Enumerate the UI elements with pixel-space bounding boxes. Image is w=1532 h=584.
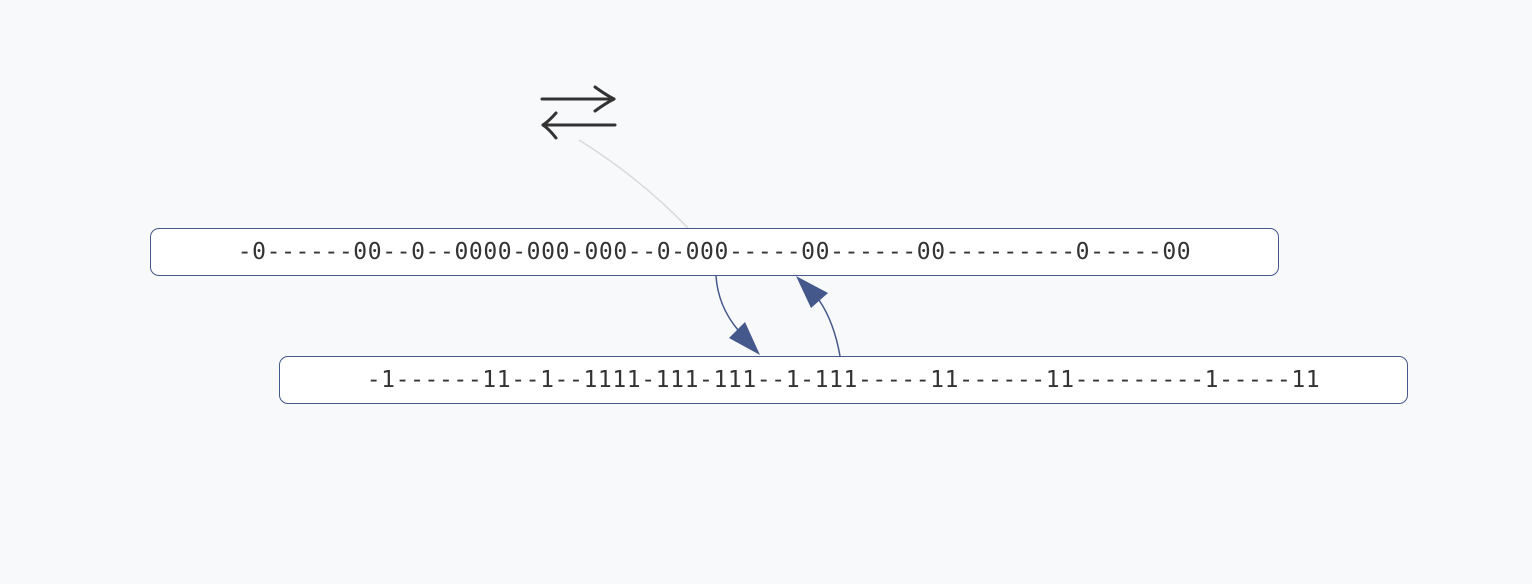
swap-arrows-icon: [540, 85, 617, 140]
node-top-label: -0------00--0--0000-000-000--0-000-----0…: [237, 239, 1192, 265]
faint-connector: [578, 139, 689, 229]
node-bottom-label: -1------11--1--1111-111-111--1-111-----1…: [366, 367, 1321, 393]
edge-bottom-to-top: [818, 299, 841, 357]
edge-top-to-bottom: [715, 275, 739, 331]
node-bottom[interactable]: -1------11--1--1111-111-111--1-111-----1…: [279, 356, 1408, 404]
node-top[interactable]: -0------00--0--0000-000-000--0-000-----0…: [150, 228, 1279, 276]
edge-bottom-to-top-arrowhead: [796, 276, 828, 308]
edge-top-to-bottom-arrowhead: [729, 322, 760, 355]
